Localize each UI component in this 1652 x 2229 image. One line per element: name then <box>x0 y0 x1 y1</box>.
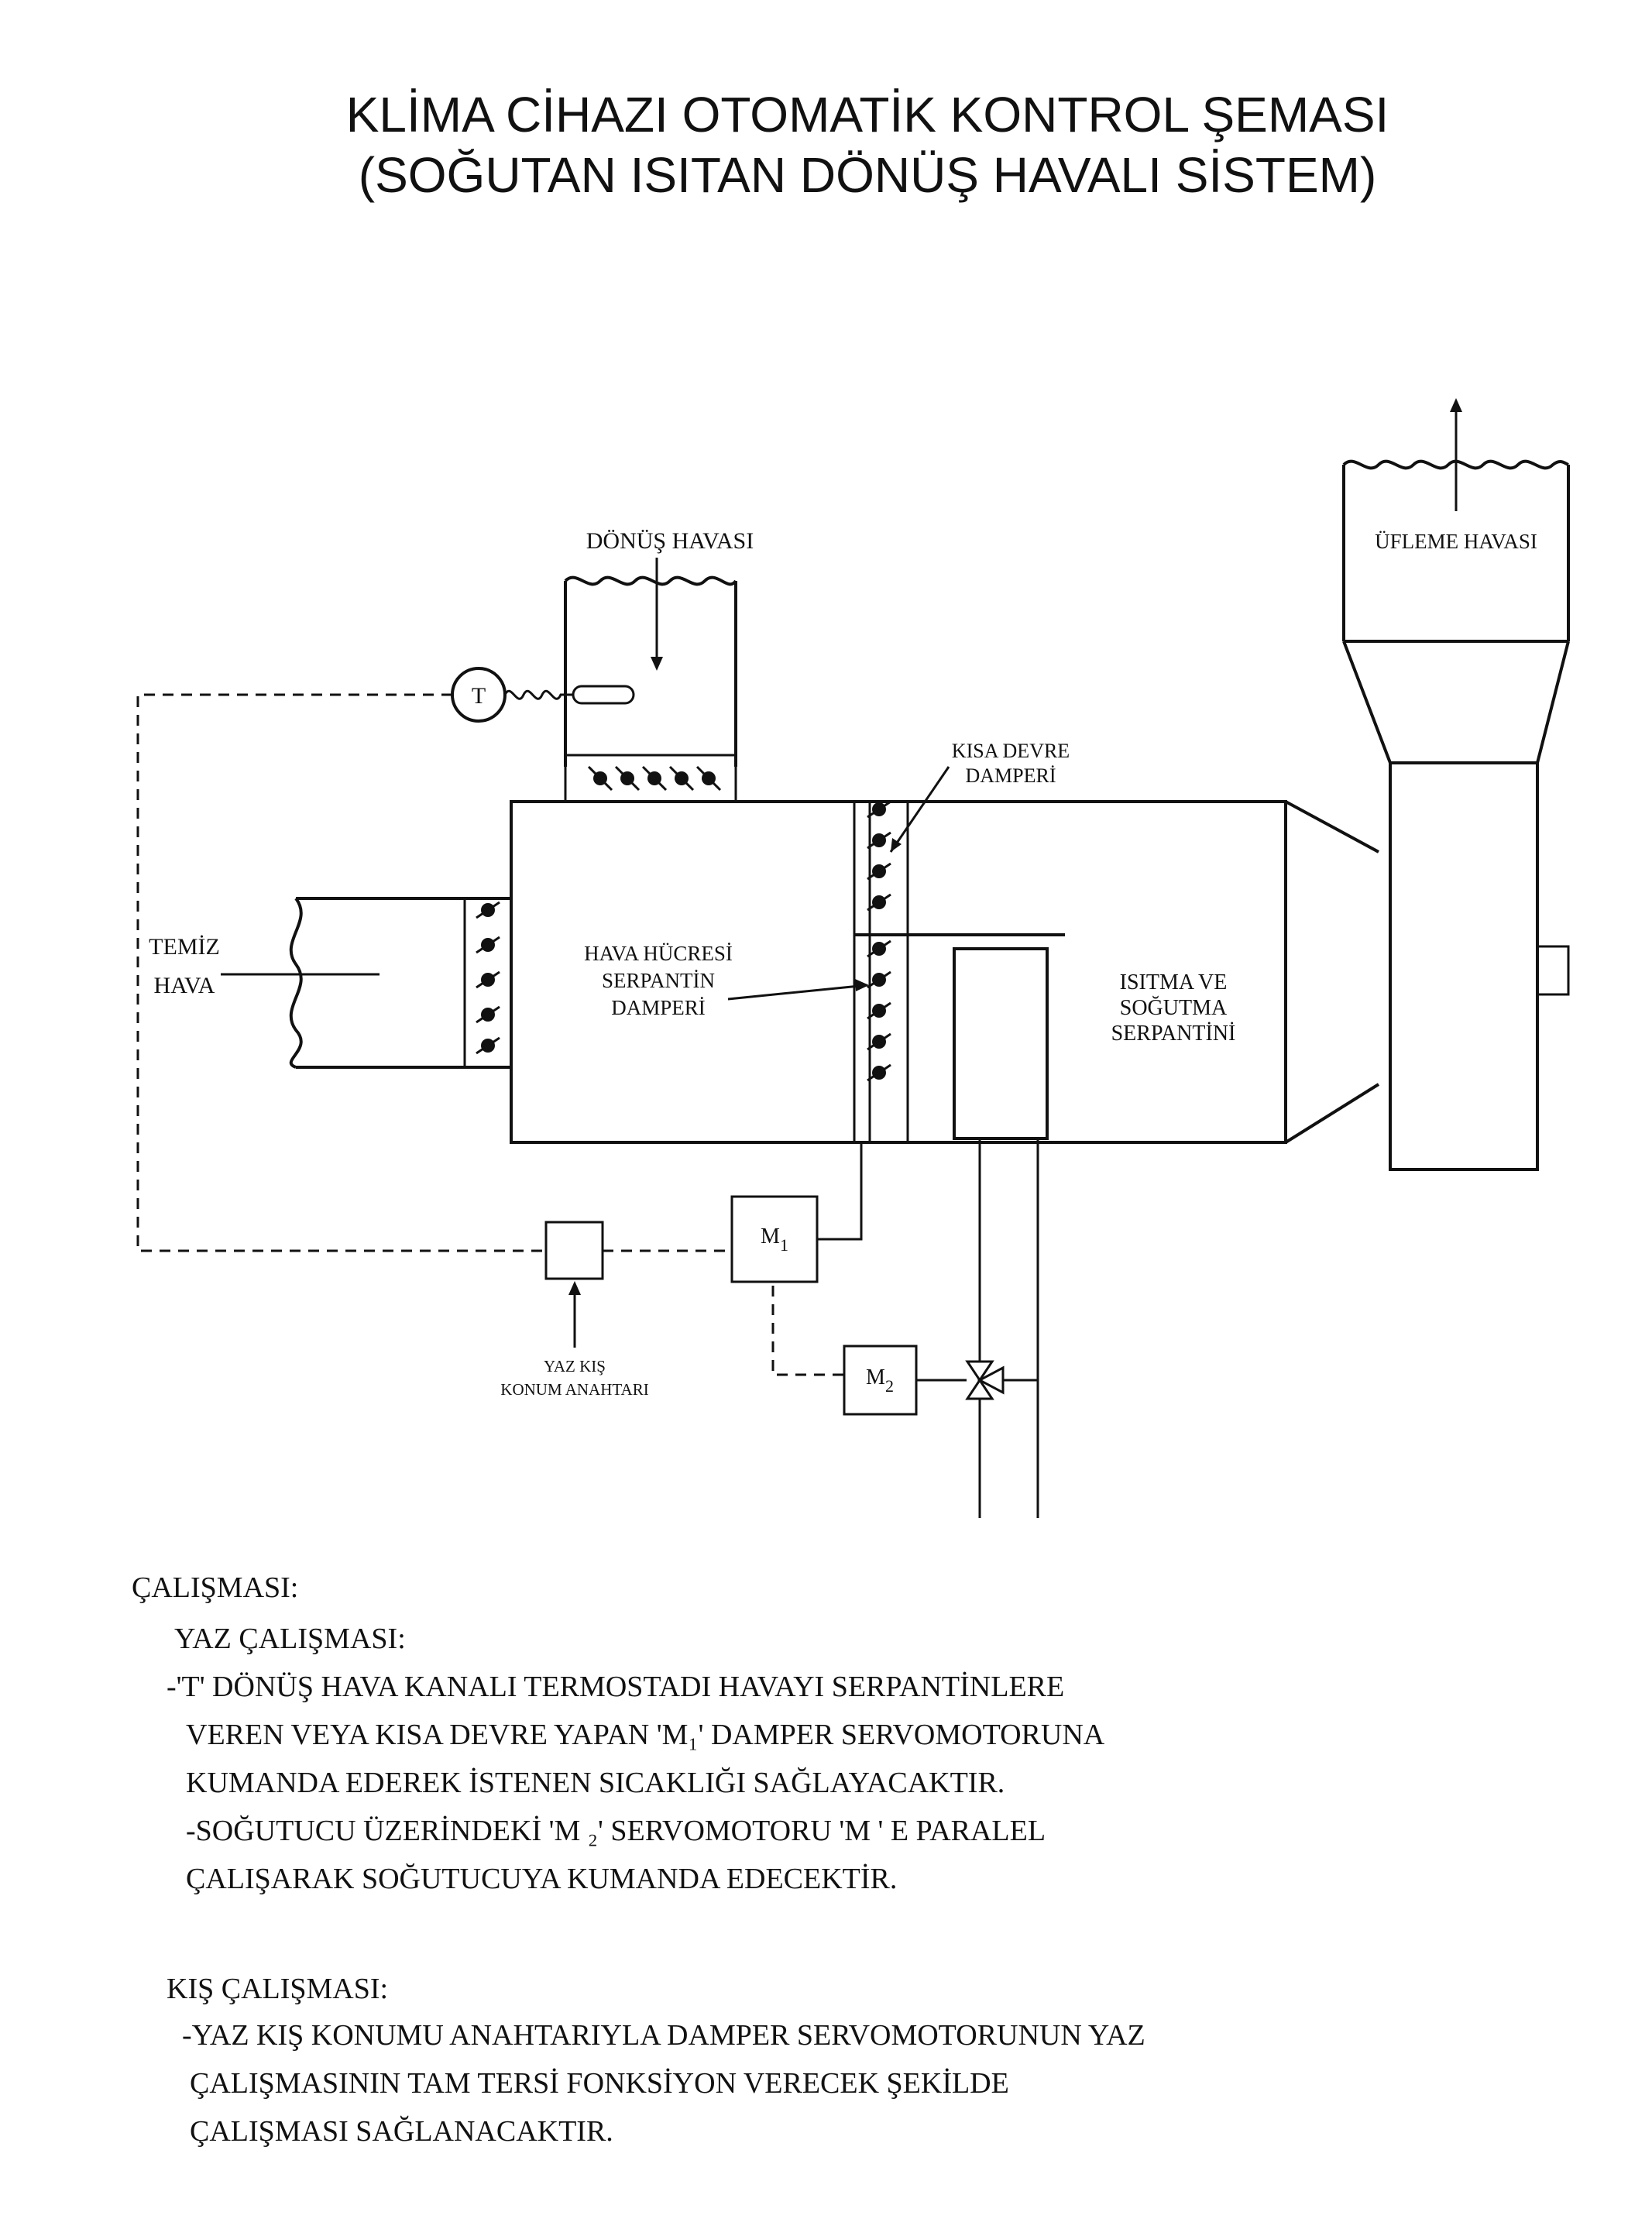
supply-air-label: ÜFLEME HAVASI <box>1375 530 1537 553</box>
coil-damper-label-1: HAVA HÜCRESİ <box>584 942 733 965</box>
switch-label-2: KONUM ANAHTARI <box>500 1380 648 1399</box>
fresh-air-duct <box>221 897 513 1069</box>
winter-line-2: ÇALIŞMASININ TAM TERSİ FONKSİYON VERECEK… <box>190 2067 1009 2100</box>
summer-line-2: VEREN VEYA KISA DEVRE YAPAN 'M₁' DAMPER … <box>186 1719 1105 1751</box>
return-air-label: DÖNÜŞ HAVASI <box>586 528 754 554</box>
winter-line-1: -YAZ KIŞ KONUMU ANAHTARIYLA DAMPER SERVO… <box>182 2019 1145 2052</box>
three-way-valve <box>965 1360 1005 1400</box>
coil-damper-label-2: SERPANTİN <box>602 969 715 992</box>
switch-label-1: YAZ KIŞ <box>544 1357 606 1376</box>
coil-label-3: SERPANTİNİ <box>1111 1022 1236 1046</box>
fresh-air-damper <box>476 901 500 1055</box>
coil-label-1: ISITMA VE <box>1120 970 1228 994</box>
thermostat-label: T <box>472 683 486 709</box>
m2-label-sub: 2 <box>885 1376 894 1396</box>
summer-line-4: -SOĞUTUCU ÜZERİNDEKİ 'M ₂' SERVOMOTORU '… <box>186 1815 1046 1847</box>
m2-label-main: M <box>866 1365 885 1389</box>
m1-linkage <box>817 1142 863 1241</box>
coil-damper-leader <box>727 984 868 1001</box>
bypass-damper-label-2: DAMPERİ <box>965 764 1056 787</box>
summer-winter-switch <box>544 1221 604 1280</box>
summer-line-1: -'T' DÖNÜŞ HAVA KANALI TERMOSTADI HAVAYI… <box>167 1671 1064 1703</box>
m1-label-sub: 1 <box>780 1235 788 1255</box>
coil-piping <box>978 1139 1039 1518</box>
summer-line-3: KUMANDA EDEREK İSTENEN SICAKLIĞI SAĞLAYA… <box>186 1767 1005 1799</box>
title-line-1: KLİMA CİHAZI OTOMATİK KONTROL ŞEMASI <box>346 87 1389 143</box>
m2-label: M2 <box>866 1365 894 1396</box>
fresh-air-label-1: TEMİZ <box>149 934 220 960</box>
summer-heading: YAZ ÇALIŞMASI: <box>174 1623 406 1655</box>
operation-heading: ÇALIŞMASI: <box>132 1571 298 1604</box>
m1-label-main: M <box>761 1224 780 1248</box>
m1-label: M1 <box>761 1224 788 1255</box>
coil-damper <box>867 939 891 1082</box>
winter-line-3: ÇALIŞMASI SAĞLANACAKTIR. <box>190 2115 613 2148</box>
bypass-damper-label-1: KISA DEVRE <box>952 740 1070 762</box>
bypass-damper-leader <box>889 766 950 853</box>
control-line-m1-m2 <box>771 1286 844 1376</box>
heating-cooling-coil <box>953 947 1049 1140</box>
summer-line-5: ÇALIŞARAK SOĞUTUCUYA KUMANDA EDECEKTİR. <box>186 1863 897 1895</box>
control-line-thermostat <box>136 693 546 1252</box>
return-air-duct <box>564 558 737 803</box>
air-handler-body <box>510 800 1380 1144</box>
coil-damper-label-3: DAMPERİ <box>611 996 706 1019</box>
fresh-air-label-2: HAVA <box>154 973 215 998</box>
title-line-2: (SOĞUTAN ISITAN DÖNÜŞ HAVALI SİSTEM) <box>359 147 1377 203</box>
coil-label-2: SOĞUTMA <box>1120 996 1228 1020</box>
winter-heading: KIŞ ÇALIŞMASI: <box>167 1973 388 2005</box>
return-air-damper <box>587 765 722 792</box>
bypass-damper <box>867 800 891 912</box>
supply-fan <box>1342 398 1570 1171</box>
